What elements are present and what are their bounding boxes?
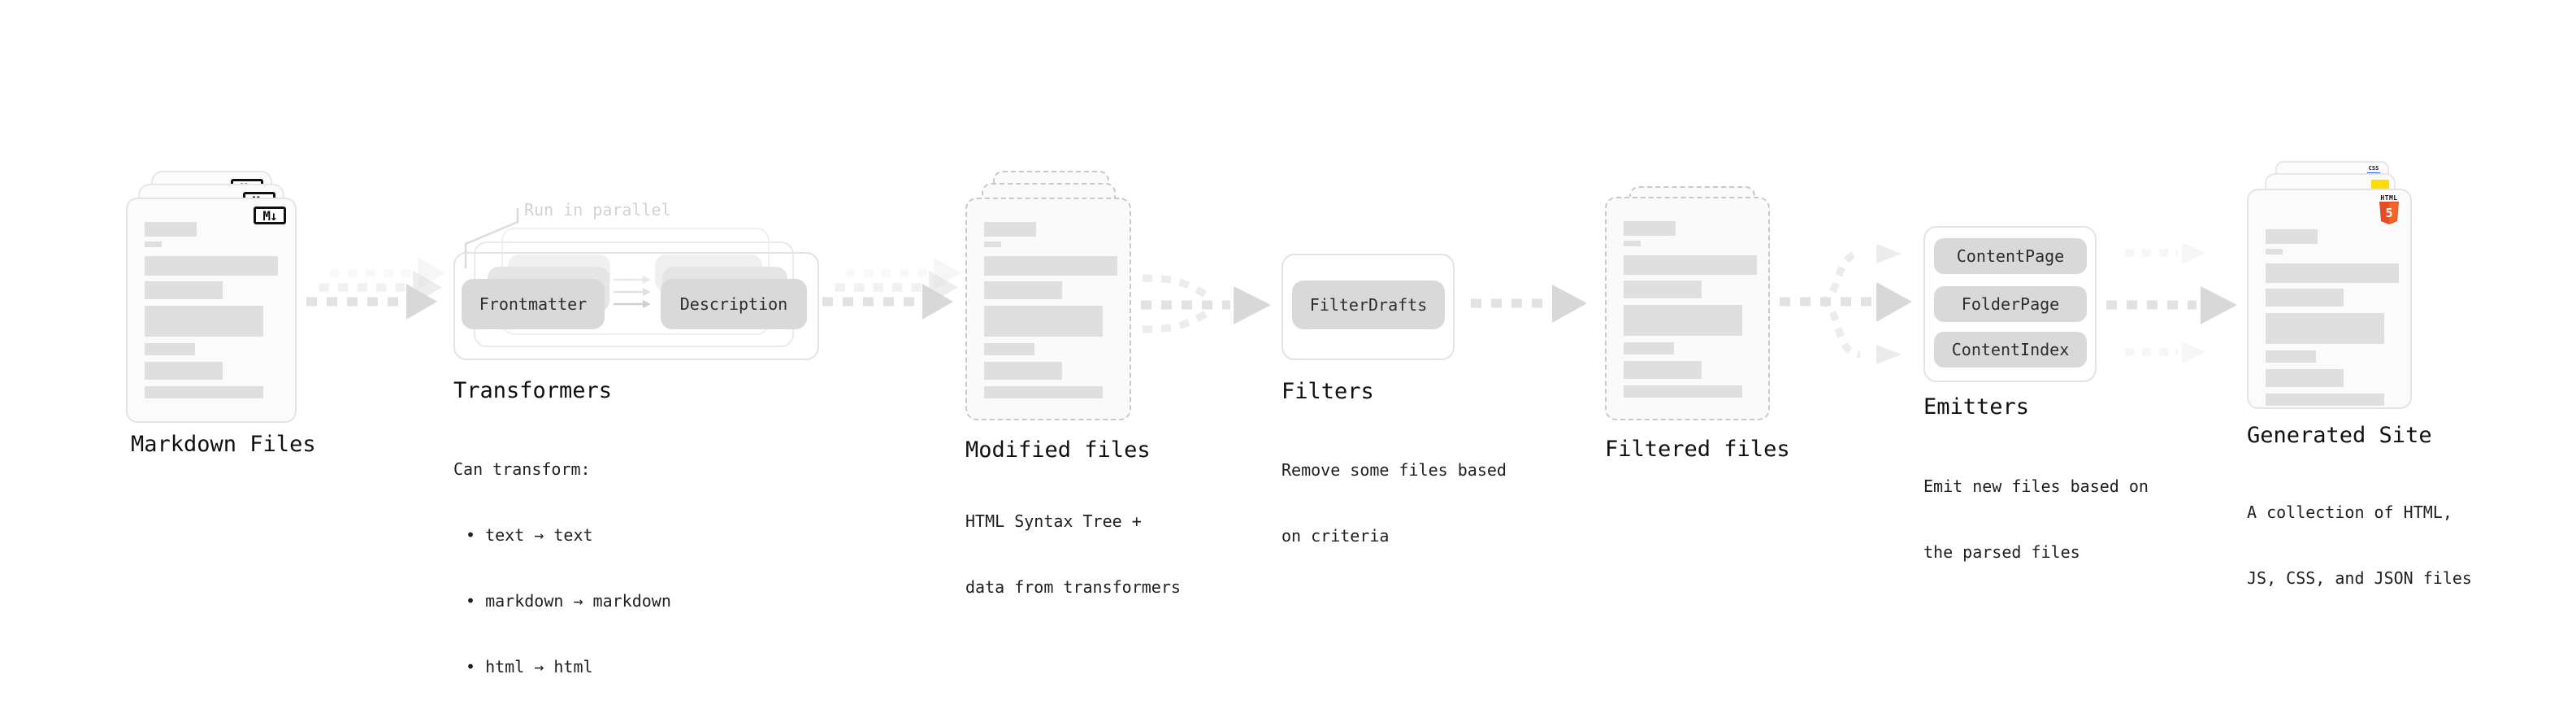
transformers-label: Transformers [453, 378, 613, 403]
generated-desc-line: JS, CSS, and JSON files [2247, 568, 2472, 588]
content-placeholder-bars [128, 199, 295, 421]
markdown-files-label: Markdown Files [131, 432, 316, 457]
arrow-transformers-to-modified [822, 257, 961, 320]
css-badge-label: CSS [2368, 165, 2379, 172]
generated-desc-line: A collection of HTML, [2247, 502, 2452, 522]
pipeline-diagram: { "stages": { "markdown": { "label": "Ma… [126, 161, 2472, 676]
emitters-label: Emitters [1923, 394, 2030, 420]
content-placeholder-bars [967, 199, 1130, 419]
transformers-bullet: • html → html [466, 657, 593, 676]
transformers-desc-title: Can transform: [453, 459, 591, 479]
generated-file-html: HTML 5 [2247, 189, 2412, 409]
folderpage-pill: FolderPage [1934, 286, 2087, 322]
modified-file-front [965, 198, 1131, 420]
emitters-desc-line: the parsed files [1923, 542, 2080, 562]
arrow-filtered-to-emitters-fanout [1780, 244, 1912, 364]
run-in-parallel-annotation: Run in parallel [524, 200, 671, 220]
frontmatter-pill: Frontmatter [462, 279, 605, 329]
description-pill: Description [661, 279, 807, 329]
modified-files-label: Modified files [965, 437, 1151, 463]
filters-description: Remove some files based on criteria [1281, 415, 1507, 591]
filters-desc-line: on criteria [1281, 526, 1390, 546]
arrow-modified-to-filters-merge [1141, 274, 1271, 333]
content-placeholder-bars [1607, 198, 1768, 419]
parallel-transform-arrows [614, 276, 651, 308]
generated-site-description: A collection of HTML, JS, CSS, and JSON … [2247, 458, 2472, 633]
filters-label: Filters [1281, 379, 1374, 404]
arrow-emitters-to-generated [2106, 242, 2237, 363]
transformers-bullet: • text → text [466, 525, 593, 545]
arrow-markdown-to-transformers [306, 257, 445, 320]
contentindex-pill: ContentIndex [1934, 332, 2087, 368]
emitters-desc-line: Emit new files based on [1923, 476, 2149, 496]
markdown-file-front: M↓ [126, 198, 297, 423]
transformers-bullet: • markdown → markdown [466, 591, 671, 611]
modified-desc-line: data from transformers [965, 577, 1181, 597]
emitters-description: Emit new files based on the parsed files [1923, 432, 2149, 607]
filtered-files-label: Filtered files [1605, 437, 1790, 462]
contentpage-pill: ContentPage [1934, 238, 2087, 274]
filterdrafts-pill: FilterDrafts [1292, 281, 1445, 329]
arrow-filters-to-filtered [1471, 285, 1587, 323]
modified-desc-line: HTML Syntax Tree + [965, 511, 1142, 531]
content-placeholder-bars [2249, 190, 2410, 407]
transformer-frame-front [453, 252, 819, 360]
generated-site-label: Generated Site [2247, 423, 2432, 448]
modified-files-description: HTML Syntax Tree + data from transformer… [965, 467, 1181, 642]
transformers-description: Can transform: • text → text • markdown … [453, 415, 671, 722]
filters-desc-line: Remove some files based [1281, 460, 1507, 480]
js-badge [2371, 180, 2389, 190]
filtered-file-front [1605, 197, 1770, 420]
